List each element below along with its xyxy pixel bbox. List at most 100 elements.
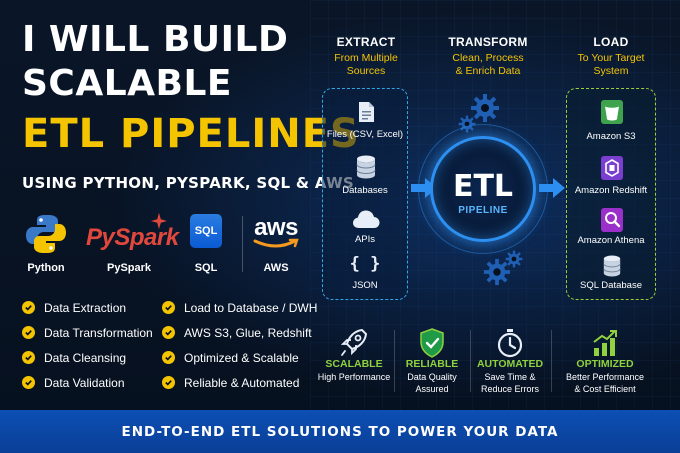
arrow-right-icon bbox=[539, 178, 565, 198]
headline-line-2: SCALABLE bbox=[22, 63, 232, 104]
etl-pipeline-badge: ETL PIPELINE bbox=[430, 136, 536, 242]
load-desc-1: To Your Target bbox=[577, 52, 645, 64]
benefit-title: SCALABLE bbox=[325, 358, 383, 370]
load-desc-2: System bbox=[593, 65, 629, 78]
check-icon bbox=[162, 376, 175, 389]
benefit-desc: Assured bbox=[415, 383, 449, 394]
tech-label: SQL bbox=[194, 262, 218, 274]
gear-icon bbox=[505, 250, 523, 268]
source-label: JSON bbox=[352, 280, 378, 291]
target-label: SQL Database bbox=[580, 280, 642, 291]
bar-chart-up-icon bbox=[593, 330, 617, 356]
benefit-title: AUTOMATED bbox=[476, 358, 544, 370]
footer-text: END-TO-END ETL SOLUTIONS TO POWER YOUR D… bbox=[121, 423, 559, 440]
amazon-athena-icon bbox=[601, 208, 623, 232]
extract-title: EXTRACT bbox=[336, 35, 396, 49]
transform-header: TRANSFORM Clean, Process & Enrich Data bbox=[433, 35, 543, 78]
headline-subtitle: USING PYTHON, PYSPARK, SQL & AWS bbox=[22, 174, 355, 192]
amazon-s3-icon bbox=[601, 100, 623, 124]
extract-desc-1: From Multiple bbox=[334, 52, 398, 64]
feature-item: Load to Database / DWH bbox=[162, 295, 317, 320]
benefit-automated: AUTOMATED Save Time & Reduce Errors bbox=[470, 328, 550, 395]
features-left: Data Extraction Data Transformation Data… bbox=[22, 295, 153, 395]
target-label: Amazon Redshift bbox=[574, 185, 648, 196]
source-label: Files (CSV, Excel) bbox=[326, 129, 404, 140]
check-icon bbox=[22, 326, 35, 339]
check-icon bbox=[22, 301, 35, 314]
benefit-desc: Reduce Errors bbox=[480, 383, 540, 394]
feature-item: Reliable & Automated bbox=[162, 370, 317, 395]
benefit-title: OPTIMIZED bbox=[576, 358, 634, 370]
tech-sql: SQL SQL bbox=[166, 210, 246, 274]
feature-label: Optimized & Scalable bbox=[184, 350, 299, 365]
cloud-icon bbox=[353, 210, 380, 228]
file-icon bbox=[359, 102, 374, 122]
extract-desc-2: Sources bbox=[346, 65, 386, 78]
feature-item: Data Cleansing bbox=[22, 345, 153, 370]
spark-star-icon bbox=[150, 212, 168, 230]
transform-desc-2: & Enrich Data bbox=[455, 65, 521, 78]
feature-label: Data Cleansing bbox=[44, 350, 127, 365]
benefit-divider bbox=[394, 330, 395, 392]
shield-check-icon bbox=[420, 328, 444, 358]
tech-python: Python bbox=[6, 210, 86, 274]
etl-title: ETL bbox=[452, 169, 514, 204]
stopwatch-icon bbox=[497, 329, 523, 358]
feature-item: Optimized & Scalable bbox=[162, 345, 317, 370]
aws-smile-icon bbox=[253, 238, 299, 248]
extract-header: EXTRACT From Multiple Sources bbox=[311, 35, 421, 78]
aws-logo-text: aws bbox=[254, 214, 298, 241]
json-braces-icon: { } bbox=[349, 254, 381, 274]
check-icon bbox=[162, 301, 175, 314]
headline-line-1: I WILL BUILD bbox=[22, 19, 289, 60]
benefit-desc: Save Time & bbox=[484, 372, 536, 382]
python-logo-icon bbox=[26, 215, 66, 253]
benefit-reliable: RELIABLE Data Quality Assured bbox=[392, 328, 472, 395]
load-header: LOAD To Your Target System bbox=[556, 35, 666, 78]
check-icon bbox=[22, 376, 35, 389]
feature-label: AWS S3, Glue, Redshift bbox=[184, 325, 312, 340]
feature-item: Data Transformation bbox=[22, 320, 153, 345]
etl-subtitle: PIPELINE bbox=[458, 205, 508, 216]
headline-line-3: ETL PIPELINES bbox=[22, 111, 360, 157]
target-label: Amazon Athena bbox=[577, 235, 645, 246]
benefit-desc: High Performance bbox=[317, 372, 391, 382]
benefit-scalable: SCALABLE High Performance bbox=[314, 328, 394, 384]
pyspark-logo-text: PySpark bbox=[86, 224, 179, 251]
benefit-divider bbox=[551, 330, 552, 392]
benefit-optimized: OPTIMIZED Better Performance & Cost Effi… bbox=[558, 328, 652, 395]
feature-item: AWS S3, Glue, Redshift bbox=[162, 320, 317, 345]
feature-label: Data Validation bbox=[44, 375, 125, 390]
benefit-desc: Better Performance bbox=[565, 372, 645, 382]
gear-icon bbox=[471, 94, 499, 122]
etl-outer-ring bbox=[418, 124, 548, 254]
feature-item: Data Extraction bbox=[22, 295, 153, 320]
tech-label: PySpark bbox=[106, 262, 152, 274]
sql-database-icon bbox=[603, 255, 621, 277]
sql-icon-text: SQL bbox=[194, 225, 218, 237]
tech-label: AWS bbox=[263, 262, 289, 274]
benefit-desc: & Cost Efficient bbox=[574, 383, 636, 394]
benefit-desc: Data Quality bbox=[407, 372, 457, 382]
tech-divider bbox=[242, 216, 243, 272]
features-right: Load to Database / DWH AWS S3, Glue, Red… bbox=[162, 295, 317, 395]
feature-label: Load to Database / DWH bbox=[184, 300, 318, 315]
amazon-redshift-icon bbox=[601, 156, 623, 180]
transform-title: TRANSFORM bbox=[448, 35, 528, 49]
benefit-title: RELIABLE bbox=[405, 358, 459, 370]
gear-icon bbox=[483, 258, 511, 286]
source-label: APIs bbox=[354, 234, 376, 245]
footer-banner: END-TO-END ETL SOLUTIONS TO POWER YOUR D… bbox=[0, 410, 680, 453]
feature-label: Data Transformation bbox=[44, 325, 153, 340]
target-label: Amazon S3 bbox=[586, 131, 636, 142]
rocket-icon bbox=[340, 328, 368, 356]
check-icon bbox=[162, 351, 175, 364]
extract-sources-box: Files (CSV, Excel) Databases APIs { } JS… bbox=[322, 88, 408, 300]
load-title: LOAD bbox=[593, 35, 629, 49]
feature-item: Data Validation bbox=[22, 370, 153, 395]
check-icon bbox=[162, 326, 175, 339]
benefit-divider bbox=[470, 330, 471, 392]
source-label: Databases bbox=[342, 185, 388, 196]
sql-icon: SQL bbox=[190, 214, 222, 248]
transform-desc-1: Clean, Process bbox=[452, 52, 524, 64]
